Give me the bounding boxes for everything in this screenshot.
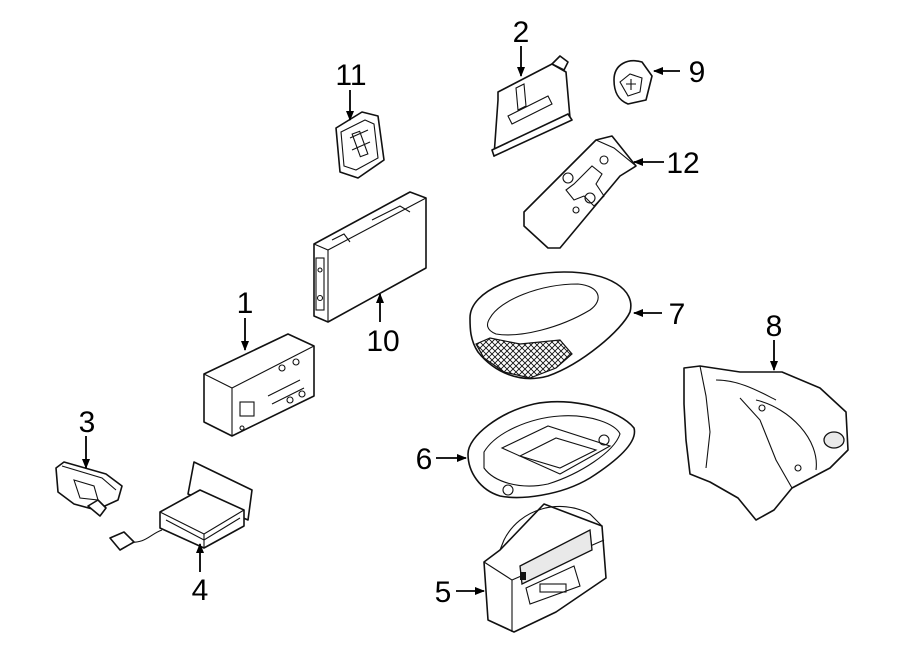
part-9-knob <box>613 60 653 105</box>
callout-8: 8 <box>766 310 783 343</box>
part-1-radio <box>203 333 315 437</box>
callout-2: 2 <box>513 16 530 49</box>
part-8-console-housing <box>683 365 849 521</box>
callout-11: 11 <box>335 59 366 92</box>
part-11-remote <box>335 111 385 179</box>
callout-9: 9 <box>689 56 706 89</box>
part-12-remote-control <box>523 135 637 249</box>
callout-arrows <box>82 46 778 595</box>
part-6-console-panel <box>467 400 636 499</box>
part-2-bracket <box>491 55 573 157</box>
callout-5: 5 <box>435 576 452 609</box>
callout-3: 3 <box>79 406 96 439</box>
callout-12: 12 <box>666 147 699 180</box>
part-10-cd-changer <box>313 191 427 323</box>
part-4-module <box>109 461 253 551</box>
callout-10: 10 <box>366 325 399 358</box>
callout-1: 1 <box>237 287 254 320</box>
part-3-sensor <box>55 461 123 517</box>
callout-labels: 1 2 3 4 5 6 7 8 9 10 11 12 <box>79 16 783 609</box>
part-7-console-cover <box>469 271 632 380</box>
callout-7: 7 <box>669 298 686 331</box>
callout-6: 6 <box>416 443 433 476</box>
callout-4: 4 <box>192 574 209 607</box>
part-5-lamp-assembly <box>483 503 607 633</box>
